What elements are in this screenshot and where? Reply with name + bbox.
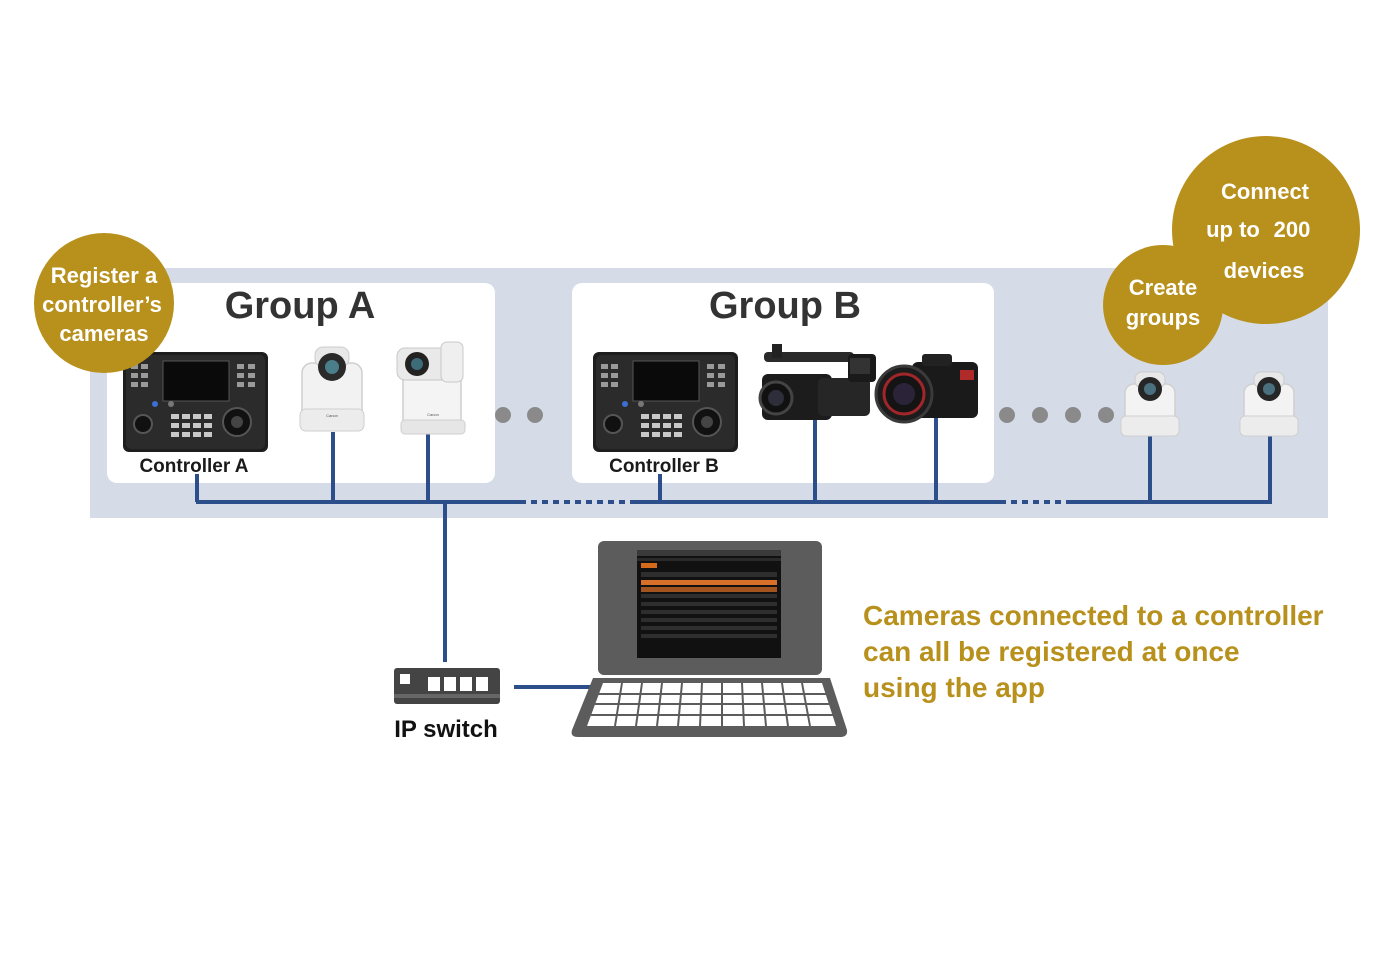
ip-switch-icon [394,668,500,704]
more-devices-dots-a [495,407,543,423]
camcorder-icon [758,344,876,420]
ptz-camera-icon: Canon [396,341,466,435]
controller-b-label: Controller B [609,456,719,477]
register-bubble: Register a controller’s cameras [34,233,174,373]
controller-icon [123,352,268,452]
create-groups-bubble: Create groups [1103,245,1224,365]
register-bubble-line-3: cameras [59,321,148,346]
controller-icon [593,352,738,452]
ptz-camera-icon: Canon [299,346,365,432]
controller-a-label: Controller A [139,456,248,477]
connect-bubble-line-1: Connect [1221,179,1310,204]
register-bubble-line-2: controller’s [42,292,162,317]
more-devices-dots-b [999,407,1114,423]
group-a-title: Group A [225,285,376,327]
group-b-title: Group B [709,285,861,327]
caption-line-2: can all be registered at once [863,636,1240,667]
cinema-camera-icon [874,354,978,424]
caption: Cameras connected to a controller can al… [863,600,1324,703]
connect-bubble: Connect up to 200 devices [1172,136,1360,324]
connect-bubble-line-3: devices [1224,258,1305,283]
ip-switch-label: IP switch [394,716,498,743]
caption-line-1: Cameras connected to a controller [863,600,1324,631]
network-lines [195,418,1272,689]
create-bubble-line-2: groups [1126,305,1201,330]
caption-line-3: using the app [863,672,1045,703]
svg-text:Canon: Canon [427,412,439,417]
connect-bubble-count: 200 [1274,217,1311,242]
register-bubble-line-1: Register a [51,263,158,288]
create-bubble-line-1: Create [1129,275,1197,300]
ptz-camera-icon [1239,371,1299,437]
ptz-camera-icon [1120,371,1180,437]
laptop-icon [571,541,848,737]
svg-text:Canon: Canon [326,413,338,418]
connect-bubble-up-to: up to [1206,217,1260,242]
